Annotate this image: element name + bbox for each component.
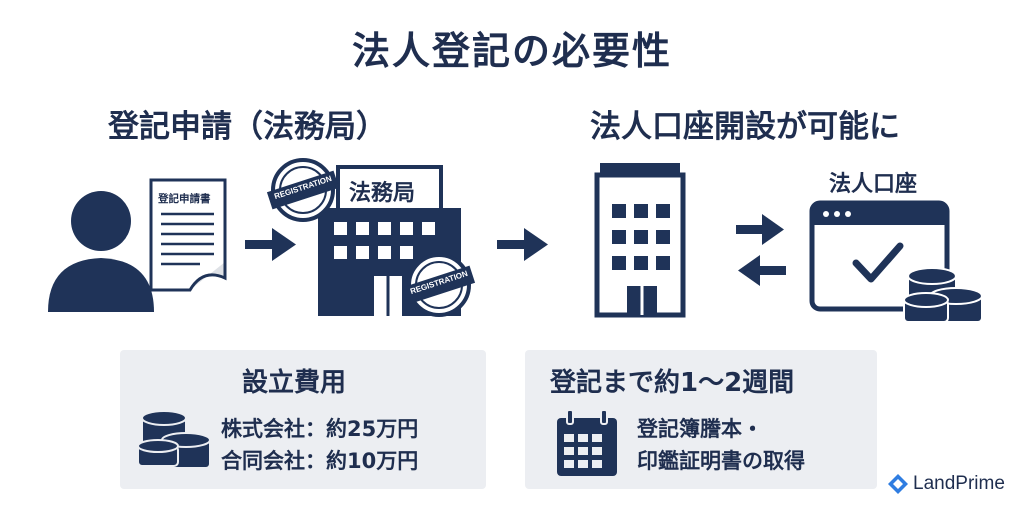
account-label: 法人口座: [829, 172, 918, 197]
left-section-heading: 登記申請（法務局）: [108, 109, 387, 145]
right-section-heading: 法人口座開設が可能に: [590, 109, 900, 145]
time-line-1: 登記簿謄本・: [637, 417, 763, 441]
bureau-label: 法務局: [349, 181, 416, 206]
document-label: 登記申請書: [158, 193, 211, 205]
time-line-2: 印鑑証明書の取得: [637, 449, 805, 473]
brand-name: LandPrime: [913, 473, 1005, 494]
page-title: 法人登記の必要性: [351, 29, 672, 73]
cost-line-kk: 株式会社：約25万円: [221, 417, 419, 441]
cost-line-gk: 合同会社：約10万円: [221, 449, 419, 473]
time-panel-heading: 登記まで約1〜2週間: [550, 368, 795, 398]
cost-panel-heading: 設立費用: [242, 368, 347, 398]
